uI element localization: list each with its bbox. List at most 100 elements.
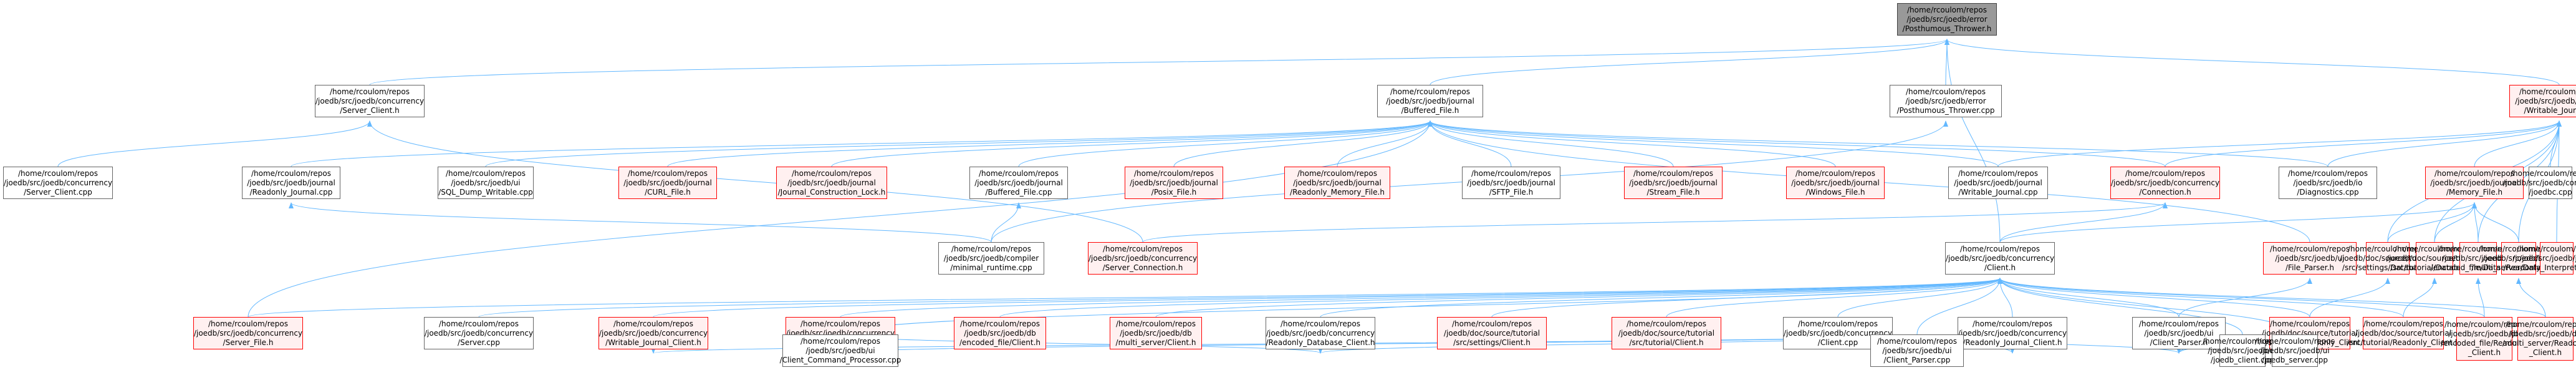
edge-writable_journal_h-to-writable_journal_cpp xyxy=(1997,120,2562,167)
node-connection-h[interactable]: /home/rcoulom/repos /joedb/src/joedb/con… xyxy=(2110,167,2220,199)
edge-client_h-to-multi_server_readonly_client xyxy=(1997,278,2546,318)
edge-server_client_h-to-server_connection xyxy=(367,120,1143,243)
edge-buffered_file_h-to-readonly_journal_cpp xyxy=(291,120,1433,167)
edge-buffered_file_h-to-windows_file xyxy=(1428,120,1836,167)
edge-buffered_file_h-to-curl_file xyxy=(667,120,1433,167)
edge-writable_journal_h-to-diagnostics xyxy=(2327,120,2562,167)
edge-buffered_file_h-to-readonly_memory_file xyxy=(1337,120,1433,167)
node-readonly-journal-client-h[interactable]: /home/rcoulom/repos /joedb/src/joedb/con… xyxy=(1958,317,2067,349)
node-server-cpp[interactable]: /home/rcoulom/repos /joedb/src/joedb/con… xyxy=(424,317,534,349)
node-journal-construction-lock-h[interactable]: /home/rcoulom/repos /joedb/src/joedb/jou… xyxy=(776,167,887,199)
node-multi-server-readonly-client-h[interactable]: /home/rcoulom/repos /joedb/src/joedb/db … xyxy=(2502,317,2576,361)
node-minimal-runtime-cpp[interactable]: /home/rcoulom/repos /joedb/src/joedb/com… xyxy=(938,242,1044,275)
edge-client_h-to-tutorial_readonly_client xyxy=(1997,278,2404,318)
node-posthumous-thrower-h: /home/rcoulom/repos /joedb/src/joedb/err… xyxy=(1897,3,1997,36)
node-tutorial-database-h[interactable]: /home/rcoulom/repos /joedb/doc/source/tu… xyxy=(2386,242,2482,275)
edge-buffered_file_h-to-connection_h xyxy=(1428,120,2166,167)
node-client-parser-cpp[interactable]: /home/rcoulom/repos /joedb/src/joedb/ui … xyxy=(1870,334,1964,367)
node-encoded-file-client-h[interactable]: /home/rcoulom/repos /joedb/src/joedb/db … xyxy=(954,317,1046,349)
node-file-parser-h[interactable]: /home/rcoulom/repos /joedb/src/joedb/ui … xyxy=(2263,242,2357,275)
edge-client_h-to-encoded_readonly_client xyxy=(1997,278,2485,318)
node-joedb-server-cpp[interactable]: /home/rcoulom/repos /joedb/src/joedb/ui … xyxy=(2255,334,2335,367)
edge-memory_file-to-client_h xyxy=(1999,202,2477,243)
edge-memory_file-to-tutorial_database xyxy=(2434,202,2477,243)
node-server-client-cpp[interactable]: /home/rcoulom/repos /joedb/src/joedb/con… xyxy=(3,167,113,199)
edge-writable_journal_h-to-memory_file xyxy=(2474,120,2562,167)
edge-buffered_file_h-to-server_file xyxy=(248,120,1433,318)
node-readonly-memory-file-h[interactable]: /home/rcoulom/repos /joedb/src/joedb/jou… xyxy=(1284,167,1390,199)
edge-multi_server_database-to-multi_server_readonly_client xyxy=(2516,278,2546,318)
node-joedbc-cpp[interactable]: /home/rcoulom/repos /joedb/src/joedb/com… xyxy=(2503,167,2576,199)
node-encoded-file-database-h[interactable]: /home/rcoulom/repos /joedb/src/joedb/db … xyxy=(2431,242,2526,275)
node-client-parser-h[interactable]: /home/rcoulom/repos /joedb/src/joedb/ui … xyxy=(2132,317,2226,349)
node-server-client-h[interactable]: /home/rcoulom/repos /joedb/src/joedb/con… xyxy=(315,85,425,117)
edge-buffered_file_h-to-construction_lock xyxy=(831,120,1433,167)
edge-client_h-to-writable_database_client xyxy=(840,278,2002,318)
edge-client_h-to-client_cpp xyxy=(1837,278,2002,318)
edge-buffered_file_h-to-buffered_file_cpp xyxy=(1018,120,1433,167)
node-windows-file-h[interactable]: /home/rcoulom/repos /joedb/src/joedb/jou… xyxy=(1786,167,1885,199)
edge-buffered_file_h-to-writable_journal_cpp xyxy=(1428,120,1999,167)
edge-root-to-writable_journal_h xyxy=(1944,39,2560,85)
node-readonly-interpreted-file-h[interactable]: /home/rcoulom/repos /joedb/src/joedb/jou… xyxy=(2504,242,2576,275)
edge-client_h-to-encoded_client xyxy=(999,278,2002,318)
edge-client_h-to-readonly_database_client xyxy=(1320,278,2002,318)
edge-client_h-to-settings_readonly_client xyxy=(1997,278,2310,318)
edge-buffered_file_h-to-diagnostics xyxy=(1428,120,2328,167)
node-tutorial-client-h[interactable]: /home/rcoulom/repos /joedb/doc/source/tu… xyxy=(1612,317,1721,349)
edge-client_h-to-multi_server_client xyxy=(1155,278,2002,318)
edge-buffered_file_h-to-sql_dump xyxy=(485,120,1433,167)
node-joedb-client-cpp[interactable]: /home/rcoulom/repos /joedb/src/joedb/ui … xyxy=(2203,334,2282,367)
node-diagnostics-cpp[interactable]: /home/rcoulom/repos /joedb/src/joedb/io … xyxy=(2279,167,2377,199)
node-server-connection-h[interactable]: /home/rcoulom/repos /joedb/src/joedb/con… xyxy=(1088,242,1198,275)
edge-client_h-to-client_parser_cpp xyxy=(1916,278,2002,335)
node-buffered-file-cpp[interactable]: /home/rcoulom/repos /joedb/src/joedb/jou… xyxy=(969,167,1068,199)
edge-buffered_file_h-to-posix_file xyxy=(1173,120,1433,167)
node-posix-file-h[interactable]: /home/rcoulom/repos /joedb/src/joedb/jou… xyxy=(1125,167,1223,199)
edge-connection_h-to-client_h xyxy=(1999,202,2168,243)
node-client-h[interactable]: /home/rcoulom/repos /joedb/src/joedb/con… xyxy=(1945,242,2055,275)
edge-client_h-to-joedb_client xyxy=(1997,278,2243,335)
node-sftp-file-h[interactable]: /home/rcoulom/repos /joedb/src/joedb/jou… xyxy=(1462,167,1560,199)
node-tutorial-readonly-client-h[interactable]: /home/rcoulom/repos /joedb/doc/source/tu… xyxy=(2347,317,2459,349)
node-buffered-file-h[interactable]: /home/rcoulom/repos /joedb/src/joedb/jou… xyxy=(1377,85,1483,117)
graph-edges xyxy=(57,39,2562,354)
edge-file_parser-to-client_parser_h xyxy=(2178,278,2312,318)
edge-settings_database-to-settings_readonly_client xyxy=(2309,278,2390,318)
edge-buffered_file_h-to-stream_file xyxy=(1428,120,1674,167)
node-settings-client-h[interactable]: /home/rcoulom/repos /joedb/doc/source/tu… xyxy=(1437,317,1547,349)
edge-buffered_file_cpp-to-minimal_runtime xyxy=(991,202,1021,243)
node-multi-server-client-h[interactable]: /home/rcoulom/repos /joedb/src/joedb/db … xyxy=(1110,317,1202,349)
edge-client_h-to-server_file xyxy=(248,278,2002,318)
node-sql-dump-writable-cpp[interactable]: /home/rcoulom/repos /joedb/src/joedb/ui … xyxy=(438,167,534,199)
node-writable-journal-client-h[interactable]: /home/rcoulom/repos /joedb/src/joedb/con… xyxy=(598,317,708,349)
node-settings-database-h[interactable]: /home/rcoulom/repos /joedb/doc/source/tu… xyxy=(2340,242,2436,275)
node-readonly-database-client-h[interactable]: /home/rcoulom/repos /joedb/src/joedb/con… xyxy=(1266,317,1375,349)
node-writable-journal-cpp[interactable]: /home/rcoulom/repos /joedb/src/joedb/jou… xyxy=(1948,167,2048,199)
edge-memory_file-to-multi_server_database xyxy=(2472,202,2519,243)
edge-client_h-to-server_cpp xyxy=(478,278,2002,318)
edge-encoded_database-to-encoded_readonly_client xyxy=(2476,278,2485,318)
node-memory-file-h[interactable]: /home/rcoulom/repos /joedb/src/joedb/jou… xyxy=(2425,167,2524,199)
node-client-command-processor-cpp[interactable]: /home/rcoulom/repos /joedb/src/joedb/ui … xyxy=(780,334,901,367)
node-server-file-h[interactable]: /home/rcoulom/repos /joedb/src/joedb/con… xyxy=(193,317,303,349)
edge-client_h-to-writable_journal_client xyxy=(653,278,2002,318)
edge-buffered_file_h-to-sftp_file xyxy=(1428,120,1512,167)
edge-readonly_journal_cpp-to-minimal_runtime xyxy=(289,202,992,243)
edge-root-to-buffered_file_h xyxy=(1430,39,1949,85)
edge-root-to-server_client_h xyxy=(369,39,1949,85)
edge-server_client_h-to-server_client_cpp xyxy=(57,120,372,167)
edge-connection_h-to-server_connection xyxy=(1142,202,2168,243)
edge-client_h-to-tutorial_client xyxy=(1666,278,2002,318)
node-posthumous-thrower-cpp[interactable]: /home/rcoulom/repos /joedb/src/joedb/err… xyxy=(1890,85,2002,117)
edge-memory_file-to-settings_database xyxy=(2387,202,2477,243)
node-stream-file-h[interactable]: /home/rcoulom/repos /joedb/src/joedb/jou… xyxy=(1624,167,1723,199)
node-encoded-file-readonly-client-h[interactable]: /home/rcoulom/repos /joedb/src/joedb/db … xyxy=(2441,317,2528,361)
edge-client_h-to-client_parser_h xyxy=(1997,278,2180,318)
node-curl-file-h[interactable]: /home/rcoulom/repos /joedb/src/joedb/jou… xyxy=(618,167,717,199)
edge-root-to-client_h xyxy=(1944,39,2001,243)
node-readonly-journal-cpp[interactable]: /home/rcoulom/repos /joedb/src/joedb/jou… xyxy=(242,167,340,199)
node-writable-journal-h[interactable]: /home/rcoulom/repos /joedb/src/joedb/jou… xyxy=(2509,85,2576,117)
edge-client_h-to-client_command_processor xyxy=(840,278,2002,335)
